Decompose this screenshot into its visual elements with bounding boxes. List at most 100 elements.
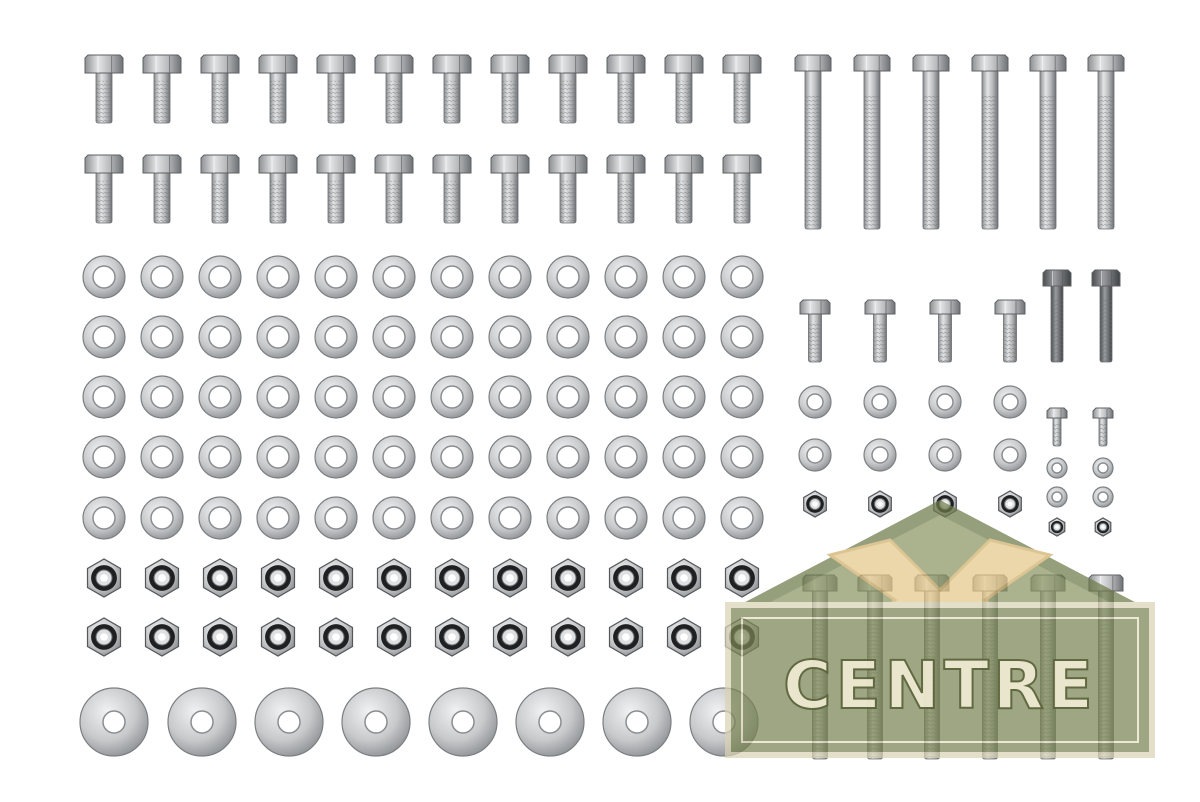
flat-washer xyxy=(430,496,474,540)
nyloc-nut-small xyxy=(998,490,1022,518)
hex-bolt-short xyxy=(142,54,182,124)
flat-washer xyxy=(546,496,590,540)
flat-washer xyxy=(430,435,474,479)
flat-washer xyxy=(198,435,242,479)
flat-washer xyxy=(604,496,648,540)
flat-washer xyxy=(546,435,590,479)
flat-washer xyxy=(140,435,184,479)
flat-washer xyxy=(662,496,706,540)
hex-bolt-short xyxy=(258,54,298,124)
hex-bolt-long xyxy=(1087,54,1125,230)
flat-washer-small xyxy=(993,438,1027,472)
hex-bolt-short xyxy=(664,54,704,124)
nyloc-nut xyxy=(666,558,702,598)
hex-bolt-short xyxy=(142,154,182,224)
hex-bolt-short xyxy=(722,154,762,224)
hex-bolt-short xyxy=(316,54,356,124)
nyloc-nut xyxy=(492,558,528,598)
flat-washer-small xyxy=(863,438,897,472)
hex-bolt-long xyxy=(971,54,1009,230)
hex-bolt-short xyxy=(664,154,704,224)
flat-washer xyxy=(720,435,764,479)
watermark-text: CENTRE xyxy=(783,647,1097,724)
flat-washer xyxy=(488,435,532,479)
flat-washer xyxy=(546,375,590,419)
hex-bolt-short xyxy=(548,154,588,224)
flat-washer xyxy=(82,255,126,299)
nyloc-nut xyxy=(144,558,180,598)
nyloc-nut xyxy=(434,558,470,598)
flat-washer xyxy=(662,255,706,299)
nyloc-nut xyxy=(260,558,296,598)
flat-washer xyxy=(604,315,648,359)
flat-washer xyxy=(430,315,474,359)
brand-watermark-logo xyxy=(725,500,1155,758)
nyloc-nut xyxy=(434,617,470,657)
nyloc-nut xyxy=(86,617,122,657)
nyloc-nut xyxy=(376,617,412,657)
flat-washer xyxy=(372,315,416,359)
hex-bolt-small xyxy=(864,299,896,363)
flat-washer-small xyxy=(863,385,897,419)
hex-bolt-short xyxy=(84,154,124,224)
penny-washer xyxy=(79,687,149,757)
nyloc-nut xyxy=(376,558,412,598)
mini-washer xyxy=(1046,486,1068,508)
nyloc-nut xyxy=(550,558,586,598)
flat-washer xyxy=(314,375,358,419)
flat-washer xyxy=(256,375,300,419)
flat-washer xyxy=(488,315,532,359)
flat-washer xyxy=(82,315,126,359)
nyloc-nut xyxy=(608,617,644,657)
hex-bolt-short xyxy=(490,54,530,124)
hex-bolt-long xyxy=(853,54,891,230)
flat-washer xyxy=(720,496,764,540)
flat-washer xyxy=(372,255,416,299)
flat-washer xyxy=(198,255,242,299)
mini-washer xyxy=(1092,486,1114,508)
hex-bolt-short xyxy=(258,154,298,224)
nyloc-nut xyxy=(202,617,238,657)
flat-washer-small xyxy=(928,385,962,419)
flat-washer-small xyxy=(798,438,832,472)
nyloc-nut xyxy=(724,558,760,598)
nyloc-nut xyxy=(318,617,354,657)
flat-washer xyxy=(198,496,242,540)
flat-washer xyxy=(256,496,300,540)
flat-washer xyxy=(488,255,532,299)
hex-bolt-long xyxy=(912,54,950,230)
flat-washer xyxy=(372,496,416,540)
flat-washer xyxy=(256,255,300,299)
mini-washer xyxy=(1046,457,1068,479)
hex-bolt-short xyxy=(606,154,646,224)
flat-washer-small xyxy=(798,385,832,419)
nyloc-nut xyxy=(608,558,644,598)
penny-washer xyxy=(341,687,411,757)
penny-washer xyxy=(167,687,237,757)
flat-washer xyxy=(314,435,358,479)
flat-washer xyxy=(314,496,358,540)
hex-bolt-short xyxy=(722,54,762,124)
hex-bolt-long xyxy=(1029,54,1067,230)
flat-washer xyxy=(488,375,532,419)
hex-bolt-small xyxy=(994,299,1026,363)
flat-washer xyxy=(720,375,764,419)
nyloc-nut xyxy=(318,558,354,598)
flat-washer xyxy=(372,375,416,419)
flat-washer xyxy=(604,375,648,419)
penny-washer xyxy=(515,687,585,757)
flat-washer xyxy=(662,375,706,419)
flat-washer xyxy=(314,255,358,299)
flat-washer xyxy=(430,255,474,299)
hex-bolt-long xyxy=(794,54,832,230)
hex-bolt-small xyxy=(929,299,961,363)
logo-banner-inner xyxy=(741,617,1139,743)
flat-washer xyxy=(140,496,184,540)
mini-bolt xyxy=(1092,407,1114,448)
penny-washer xyxy=(254,687,324,757)
hex-bolt-short xyxy=(432,54,472,124)
hex-bolt-short xyxy=(374,54,414,124)
hex-bolt-short xyxy=(606,54,646,124)
nyloc-nut xyxy=(202,558,238,598)
